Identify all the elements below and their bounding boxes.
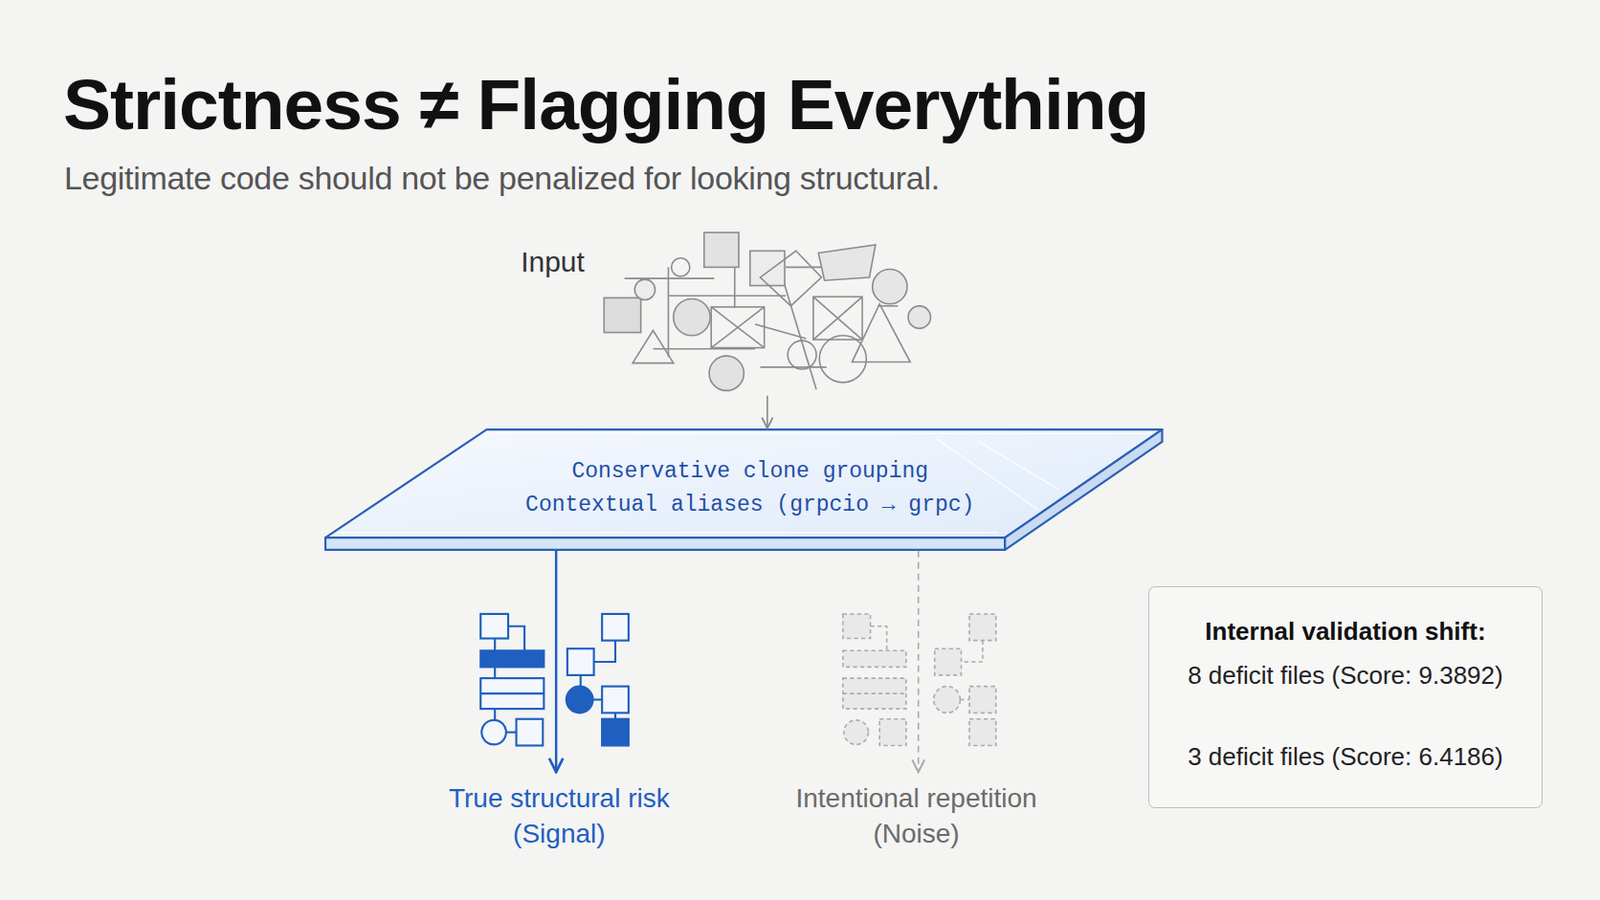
circle: [709, 355, 744, 391]
ghost-block: [969, 614, 997, 642]
plane-front: [325, 537, 1005, 551]
cross: [813, 296, 863, 340]
filled-circle: [566, 687, 594, 714]
circle: [673, 298, 711, 335]
circle: [481, 720, 507, 746]
outcome-tag: (Signal): [405, 816, 712, 852]
signal-label: True structural risk(Signal): [405, 772, 712, 854]
title: Strictness ≠ Flagging Everything: [63, 68, 1149, 141]
wire: [667, 266, 670, 357]
validation-box: Internal validation shift: 8 deficit file…: [1148, 586, 1544, 808]
outcome-label: Intentional repetition: [763, 780, 1070, 817]
filter-plane: Conservative clone groupingContextual al…: [324, 428, 1164, 552]
noise-label: Intentional repetition(Noise): [763, 772, 1070, 854]
ghost-block: [934, 648, 962, 676]
wire: [593, 698, 603, 701]
filter-rule: Contextual aliases (grpcio → grpc): [415, 491, 1086, 519]
ghost-circle: [933, 687, 961, 714]
ghost-block: [843, 614, 871, 640]
triangle: [851, 304, 911, 363]
glass-highlight: [336, 532, 999, 534]
wire: [667, 294, 786, 297]
square: [603, 297, 641, 333]
wire: [755, 324, 806, 339]
block: [601, 614, 629, 642]
wire: [493, 709, 496, 721]
square: [704, 232, 739, 267]
crossed-box: [711, 307, 764, 349]
glass-highlight: [977, 441, 1060, 490]
filled-block: [601, 719, 629, 747]
divider: [480, 692, 544, 695]
ghost-circle: [844, 720, 869, 746]
ghost-wire: [959, 699, 970, 702]
bar: [480, 678, 544, 710]
circle: [787, 340, 817, 370]
square: [750, 250, 785, 286]
filled-bar: [480, 650, 544, 667]
filter-rule: Conservative clone grouping: [415, 458, 1086, 486]
wire: [508, 626, 525, 652]
circle: [671, 258, 690, 277]
block: [567, 648, 595, 676]
ghost-bar: [843, 650, 907, 667]
glass-highlight: [492, 432, 1154, 435]
wire: [579, 675, 582, 688]
circle: [908, 306, 931, 329]
crossed-box: [813, 296, 863, 340]
glass-plane: [324, 428, 1164, 552]
ghost-block: [879, 719, 907, 747]
input-cluster-art: [603, 232, 931, 391]
wire: [506, 732, 517, 734]
connector-arrow: [766, 396, 769, 429]
score-line: 8 deficit files (Score: 9.3892): [1149, 661, 1543, 691]
triangle: [632, 330, 674, 363]
box-heading: Internal validation shift:: [1149, 617, 1543, 647]
ghost-wire: [960, 641, 982, 663]
trapezoid: [818, 244, 876, 281]
noise-art: [843, 614, 997, 747]
ghost-block: [969, 719, 997, 747]
ghost-bar: [843, 678, 907, 710]
ghost-divider: [843, 692, 907, 695]
wire: [733, 266, 736, 309]
wire: [493, 666, 496, 679]
plane-side: [1004, 429, 1162, 551]
node-heading: Input: [520, 244, 585, 280]
wire: [594, 641, 616, 663]
cross: [711, 307, 764, 349]
wire: [493, 639, 496, 652]
score-line: 3 deficit files (Score: 6.4186): [1149, 742, 1543, 773]
connector-arrow: [555, 551, 558, 773]
circle: [872, 269, 908, 305]
outcome-tag: (Noise): [763, 816, 1070, 852]
circle: [634, 279, 655, 300]
wire: [624, 277, 715, 280]
outcome-label: True structural risk: [405, 780, 712, 817]
block: [601, 687, 629, 714]
input-cluster: Input: [601, 232, 934, 397]
ghost-block: [969, 687, 997, 714]
connector-arrow: [917, 551, 920, 773]
signal-art: [480, 614, 629, 747]
block: [516, 719, 544, 747]
subtitle: Legitimate code should not be penalized …: [64, 161, 940, 195]
polygon: [759, 250, 822, 307]
circle: [819, 335, 867, 383]
ghost-wire: [870, 626, 888, 652]
block: [480, 614, 509, 640]
